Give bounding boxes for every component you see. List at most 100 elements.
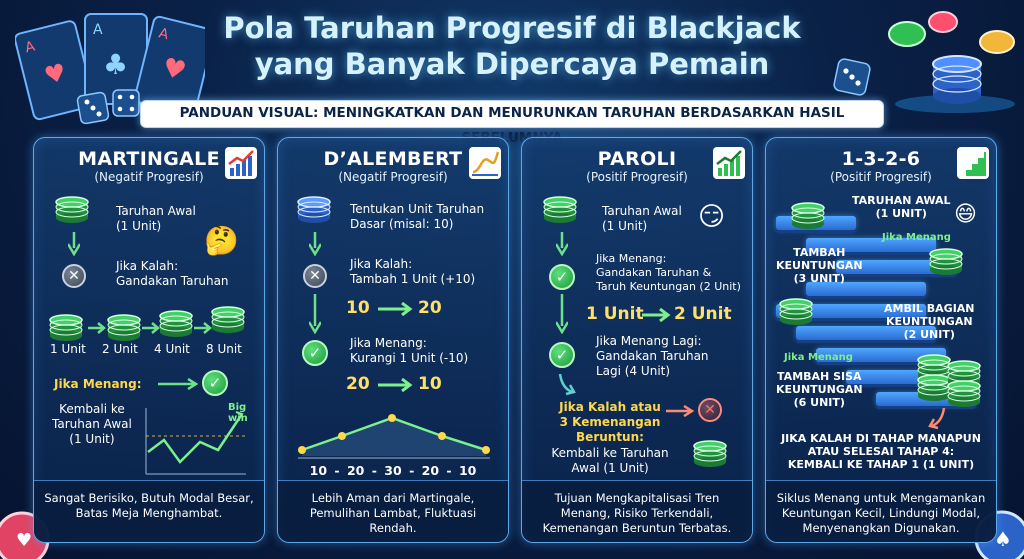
arrow-down-icon [558,374,576,396]
panel-title: 1-3-2-6 [841,148,921,170]
arrow-right-icon [142,322,160,334]
step-loss: Jika Kalah: Gandakan Taruhan [116,259,229,288]
unit-label-1: 1 Unit [50,342,86,356]
panel-footer: Lebih Aman dari Martingale, Pemulihan La… [278,480,508,542]
chip-stack-icon [55,196,89,224]
start-bet-label: TARUHAN AWAL (1 UNIT) [852,194,951,220]
unit-label-4: 4 Unit [154,342,190,356]
thinking-man-icon: 🤔 [204,224,239,257]
martingale-panel: MARTINGALE (Negatif Progresif) Taruhan A… [33,137,265,543]
reset-rule: JIKA KALAH DI TAHAP MANAPUN ATAU SELESAI… [781,432,981,471]
panel-subtitle: (Positif Progresif) [830,170,932,184]
step-win-again: Jika Menang Lagi: Gandakan Taruhan Lagi … [596,334,709,378]
big-win-label: Big win [228,402,248,424]
stair-step [806,238,936,252]
chip-stack-1-icon [791,202,825,230]
chip-stack-reset-icon [693,440,727,468]
panel-title: PAROLI [597,148,677,170]
unit-label-2: 2 Unit [102,342,138,356]
chip-stack-1-icon [49,314,83,342]
panel-footer: Sangat Berisiko, Butuh Modal Besar, Bata… [34,480,264,542]
step-loss-or-streak: Jika Kalah atau 3 Kemenangan Beruntun: [559,400,661,444]
svg-text:♠: ♠ [994,527,1012,551]
stair-step [796,326,936,340]
fluctuation-chart [298,414,490,459]
step-initial-bet: Taruhan Awal (1 Unit) [116,204,196,233]
chip-stack-2-icon [779,298,813,326]
panel-subtitle: (Negatif Progresif) [338,170,448,184]
stair-step [836,260,956,274]
chip-stack-icon [297,196,331,224]
arrow-return-icon [928,408,946,430]
win-check-icon: ✓ [202,370,228,396]
arrow-down-icon [556,232,568,256]
playing-cards-illustration: A ♥ A ♣ A ♥ [15,13,205,121]
stairs-icon [957,147,989,179]
arrow-right-icon [88,322,106,334]
step-win: Jika Menang: Kurangi 1 Unit (-10) [350,336,469,365]
paroli-panel: PAROLI (Positif Progresif) Taruhan Awal … [521,137,753,543]
loss-x-icon: ✕ [698,398,722,422]
chart-up-icon [713,147,745,179]
page-title: Pola Taruhan Progresif di Blackjack yang… [0,10,1024,82]
step-initial-bet: Taruhan Awal (1 Unit) [602,204,682,233]
step-add-remaining: TAMBAH SISA KEUNTUNGAN (6 UNIT) [776,370,863,409]
stair-step [776,304,926,318]
win-label-2: Jika Menang [784,352,853,363]
arrow-right-icon [194,322,212,334]
smiling-man-icon: 😏 [698,202,726,232]
chip-stack-4-icon [159,310,193,338]
svg-text:♥: ♥ [16,530,32,551]
arrow-right-red-icon [666,405,695,417]
win-from-value: 20 [346,374,370,394]
win-again-check-icon: ✓ [549,342,575,368]
win-check-icon: ✓ [549,264,575,290]
dice-right-icon [833,58,871,96]
step-win-double: Jika Menang: Gandakan Taruhan & Taruh Ke… [596,252,741,293]
loss-from-value: 10 [346,298,370,318]
big-win-chart [145,408,246,475]
win-label: Jika Menang: [54,377,142,391]
chip-stack-6-icon [917,354,981,408]
chip-stack-3-icon [929,248,963,276]
unit-to-value: 2 Unit [674,304,732,324]
arrow-right-icon [378,302,413,316]
panel-title: MARTINGALE [78,148,220,170]
chip-stack-2-icon [107,314,141,342]
chip-stack-icon [543,196,577,224]
panel-subtitle: (Positif Progresif) [586,170,688,184]
return-initial-text: Kembali ke Taruhan Awal (1 Unit) [52,402,132,446]
return-initial-text: Kembali ke Taruhan Awal (1 Unit) [551,446,669,475]
casino-chips-pile-icon [888,11,1015,113]
svg-text:♣: ♣ [103,48,128,81]
chip-stack-8-icon [211,306,245,334]
panel-footer: Siklus Menang untuk Mengamankan Keuntung… [766,480,996,542]
loss-x-icon: ✕ [303,264,327,288]
svg-text:A: A [93,22,103,38]
win-to-value: 10 [418,374,442,394]
title-line-1: Pola Taruhan Progresif di Blackjack [223,11,801,45]
arrow-down-icon [309,294,321,334]
subtitle-banner: PANDUAN VISUAL: MENINGKATKAN DAN MENURUN… [140,100,884,146]
step-take-profit: AMBIL BAGIAN KEUNTUNGAN (2 UNIT) [884,302,975,341]
svg-text:A: A [157,25,171,43]
unit-label-8: 8 Unit [206,342,242,356]
step-base-unit: Tentukan Unit Taruhan Dasar (misal: 10) [350,202,485,231]
chart-curve-icon [469,147,501,179]
win-check-icon: ✓ [302,340,328,366]
arrow-right-icon [378,378,413,392]
dalembert-panel: D’ALEMBERT (Negatif Progresif) Tentukan … [277,137,509,543]
panel-subtitle: (Negatif Progresif) [94,170,204,184]
arrow-down-icon [556,294,568,334]
unit-from-value: 1 Unit [586,304,644,324]
arrow-down-icon [309,232,321,256]
panel-footer: Tujuan Mengkapitalisasi Tren Menang, Ris… [522,480,752,542]
stair-step [816,348,946,362]
arrow-right-icon [642,308,671,322]
step-add-profit: TAMBAH KEUNTUNGAN (3 UNIT) [776,246,863,285]
stair-step [806,282,926,296]
system-1326-panel: 1-3-2-6 (Positif Progresif) TARUHAN AWAL… [765,137,997,543]
smiling-man-icon: 😄 [954,202,977,227]
arrow-down-icon [68,232,80,256]
axis-labels: 10 - 20 - 30 - 20 - 10 [309,463,477,478]
